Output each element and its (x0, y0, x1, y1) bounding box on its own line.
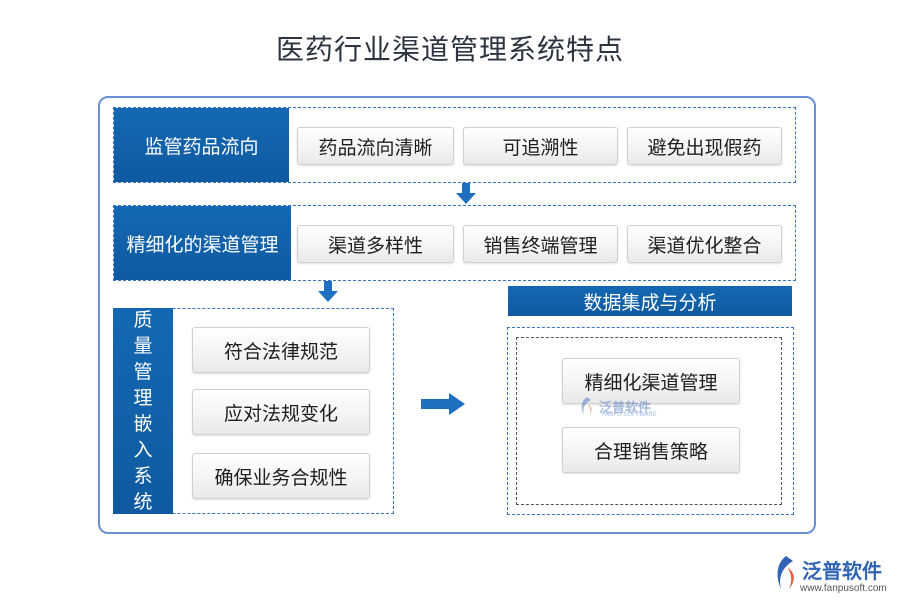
page-title: 医药行业渠道管理系统特点 (275, 33, 624, 66)
brand-name: 泛普软件 (802, 559, 882, 583)
quality-header-char: 嵌 (133, 413, 153, 435)
quality-header-char: 理 (133, 387, 153, 409)
quality-header-char: 质 (133, 309, 153, 331)
quality-item: 符合法律规范 (192, 327, 370, 373)
row1-header: 监管药品流向 (114, 108, 289, 182)
quality-header-char: 系 (133, 465, 153, 487)
arrow-down-icon (318, 281, 338, 302)
data-analysis-header: 数据集成与分析 (508, 286, 792, 316)
watermark-text: 泛普软件 (599, 400, 652, 416)
quality-header-char: 入 (133, 439, 153, 461)
watermark-subtext: FANPU SOFTWARE (602, 411, 657, 418)
watermark-logo-icon (581, 397, 592, 415)
row2-item: 渠道优化整合 (627, 225, 782, 263)
quality-header-char: 统 (133, 491, 153, 513)
row1-item: 药品流向清晰 (297, 127, 454, 165)
watermark: 泛普软件 FANPU SOFTWARE (578, 394, 658, 418)
arrow-right-icon (421, 393, 465, 415)
brand-url: www.fanpusoft.com (800, 583, 887, 594)
quality-item: 应对法规变化 (192, 389, 370, 435)
data-analysis-item: 合理销售策略 (562, 427, 740, 473)
row1-item: 可追溯性 (463, 127, 618, 165)
brand-logo: 泛普软件 www.fanpusoft.com (770, 553, 896, 597)
row2-item: 渠道多样性 (297, 225, 454, 263)
row2-item: 销售终端管理 (463, 225, 618, 263)
arrow-down-icon (456, 183, 476, 204)
quality-header-char: 管 (133, 361, 153, 383)
brand-logo-icon (777, 556, 794, 589)
row2-header: 精细化的渠道管理 (114, 206, 291, 280)
data-analysis-item: 精细化渠道管理 (562, 358, 740, 404)
quality-header: 质 量 管 理 嵌 入 系 统 (113, 308, 173, 514)
quality-header-char: 量 (133, 335, 153, 357)
row1-item: 避免出现假药 (627, 127, 782, 165)
quality-item: 确保业务合规性 (192, 453, 370, 499)
